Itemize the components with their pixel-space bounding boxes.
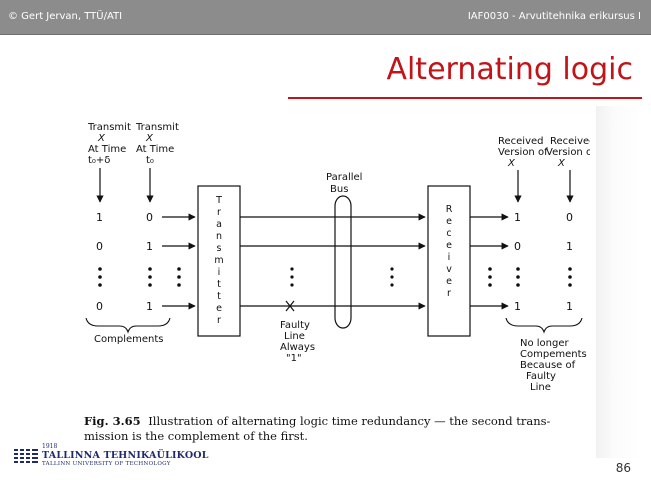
svg-text:e: e	[446, 216, 452, 227]
tx2-bit-1: 0	[146, 211, 153, 224]
tx2-line4: t₀	[146, 155, 154, 166]
tx2-line1: Transmit	[135, 122, 179, 133]
svg-text:e: e	[446, 276, 452, 287]
svg-text:r: r	[447, 288, 451, 299]
tx2-bit-2: 1	[146, 240, 153, 253]
tx1-line3: At Time	[88, 144, 126, 155]
svg-text:Fig. 3.65 Illustration o: Fig. 3.65 Illustration of alternating lo…	[84, 414, 551, 428]
tx2-line3: At Time	[136, 144, 174, 155]
tx1-bit-1: 1	[96, 211, 103, 224]
rx1-bit-1: 1	[514, 211, 521, 224]
rx1-bit-2: 0	[514, 240, 521, 253]
caption-line1: Illustration of alternating logic time r…	[148, 414, 550, 428]
caption-label: Fig. 3.65	[84, 414, 141, 428]
figure-alternating-logic: Transmit X At Time t₀+δ Transmit X At Ti…	[80, 106, 596, 458]
no-longer-line1: No longer	[520, 338, 570, 349]
scan-page-edge	[596, 106, 641, 458]
caption-line2: mission is the complement of the first.	[84, 429, 308, 443]
svg-text:i: i	[448, 252, 451, 263]
faulty-line1: Faulty	[280, 320, 310, 331]
tx2-bit-3: 1	[146, 300, 153, 313]
rx1-line1: Received	[498, 136, 544, 147]
svg-text:T: T	[215, 195, 222, 206]
fault-x-mark	[285, 300, 295, 312]
tx2-line2: X	[145, 133, 154, 144]
svg-text:v: v	[446, 264, 452, 275]
svg-text:e: e	[446, 240, 452, 251]
tx1-line2: X	[97, 133, 106, 144]
rx1-line2: Version of	[498, 147, 548, 158]
rx1-line3: X	[507, 158, 516, 169]
svg-text:i: i	[218, 267, 221, 278]
no-longer-line4: Faulty	[526, 371, 556, 382]
tx1-line1: Transmit	[87, 122, 131, 133]
rx2-line1: Received	[550, 136, 590, 147]
parallel-bus-line1: Parallel	[326, 172, 362, 183]
rx1-bit-3: 1	[514, 300, 521, 313]
svg-text:a: a	[216, 219, 222, 230]
logo-subtitle: TALLINN UNIVERSITY OF TECHNOLOGY	[42, 461, 171, 467]
no-longer-line3: Because of	[520, 360, 576, 371]
rx2-bit-1: 0	[566, 211, 573, 224]
slide-title: Alternating logic	[386, 52, 633, 87]
svg-text:c: c	[446, 228, 451, 239]
faulty-line3: Always	[280, 342, 315, 353]
svg-text:t: t	[217, 279, 221, 290]
header-bar: © Gert Jervan, TTÜ/ATI IAF0030 - Arvutit…	[0, 0, 651, 35]
faulty-line2: Line	[284, 331, 305, 342]
no-longer-brace	[505, 317, 583, 334]
complements-label: Complements	[94, 334, 163, 345]
svg-text:s: s	[217, 243, 222, 254]
svg-text:m: m	[214, 255, 223, 266]
faulty-line4: "1"	[286, 353, 302, 364]
ellipsis-dots-right	[488, 267, 572, 287]
parallel-bus-line2: Bus	[330, 184, 348, 195]
page-number: 86	[615, 461, 631, 475]
complements-brace	[85, 317, 171, 334]
svg-text:r: r	[217, 315, 221, 326]
no-longer-line5: Line	[530, 382, 551, 393]
rx2-line3: X	[557, 158, 566, 169]
title-underline	[288, 97, 642, 99]
logo-bars-icon	[14, 449, 38, 463]
tx1-line4: t₀+δ	[88, 155, 110, 166]
transmitter-label: T r a n s m i t t e r	[214, 195, 223, 326]
logo-year: 1918	[42, 443, 58, 450]
svg-text:r: r	[217, 207, 221, 218]
bus-dots	[290, 267, 394, 287]
logo-name: TALLINNA TEHNIKAÜLIKOOL	[42, 450, 209, 461]
svg-text:R: R	[446, 204, 453, 215]
no-longer-line2: Compements	[520, 349, 587, 360]
receiver-label: R e c e i v e r	[446, 204, 453, 299]
rx2-bit-3: 1	[566, 300, 573, 313]
tx1-bit-3: 0	[96, 300, 103, 313]
rx2-bit-2: 1	[566, 240, 573, 253]
rx2-line2: Version of	[546, 147, 590, 158]
parallel-bus-ellipse	[334, 195, 352, 329]
header-author: © Gert Jervan, TTÜ/ATI	[8, 11, 123, 22]
diagram: Transmit X At Time t₀+δ Transmit X At Ti…	[84, 122, 596, 443]
ellipsis-dots-left	[98, 267, 181, 287]
header-course: IAF0030 - Arvutitehnika erikursus I	[467, 11, 641, 22]
tx1-bit-2: 0	[96, 240, 103, 253]
svg-text:t: t	[217, 291, 221, 302]
svg-text:e: e	[216, 303, 222, 314]
svg-text:n: n	[216, 231, 222, 242]
transmitter-box	[197, 185, 241, 337]
receiver-box	[427, 185, 471, 337]
